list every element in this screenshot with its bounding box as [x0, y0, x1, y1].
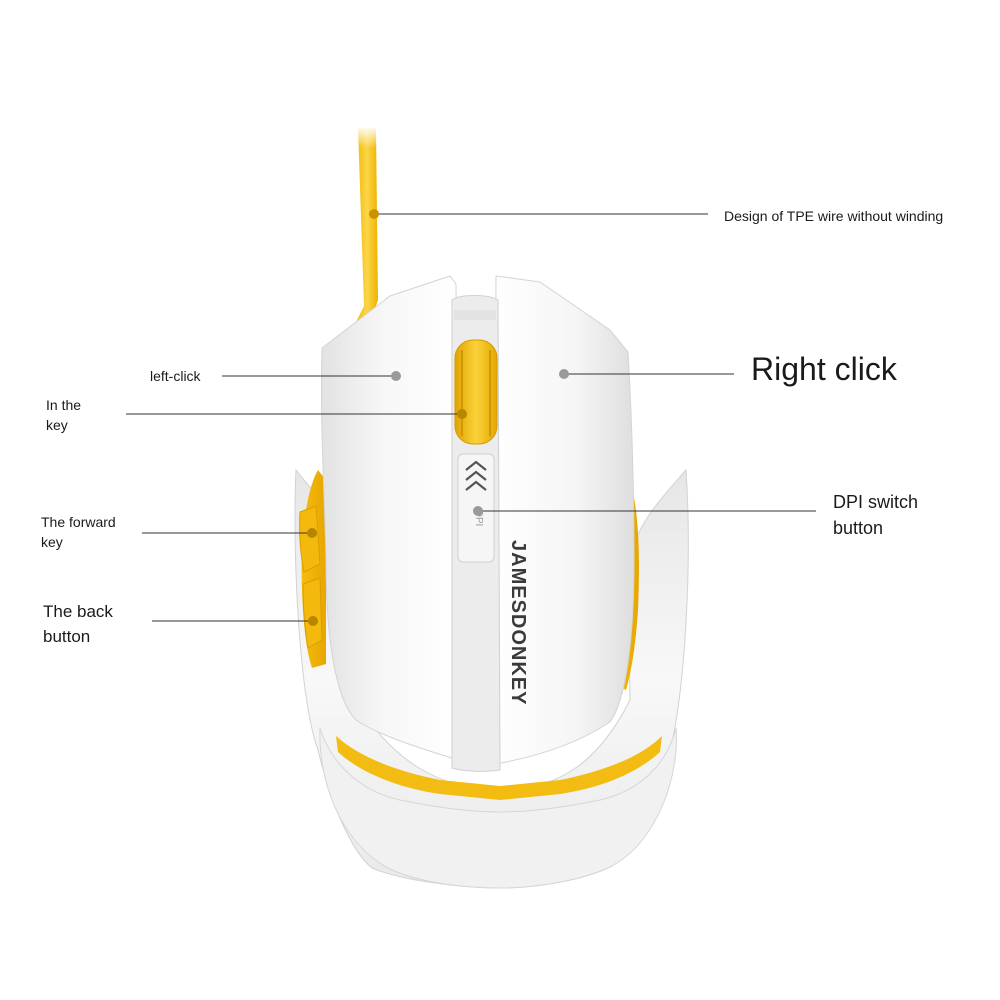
- mouse-rear-shell: [319, 727, 677, 889]
- leader-lines: [126, 213, 816, 622]
- label-line: Right click: [751, 351, 897, 387]
- marker-back-button: [308, 616, 318, 626]
- label-line: left-click: [150, 368, 201, 384]
- label-tpe-wire: Design of TPE wire without winding: [724, 206, 943, 226]
- marker-middle-key: [457, 409, 467, 419]
- dpi-printed-label: DPI: [473, 510, 484, 527]
- label-dpi-switch: DPI switch button: [833, 489, 918, 541]
- label-line: In the: [46, 397, 82, 413]
- marker-dots: [307, 209, 569, 626]
- left-click-shell[interactable]: [320, 275, 459, 761]
- right-click-shell[interactable]: [493, 275, 635, 765]
- marker-dpi: [473, 506, 483, 516]
- brand-logo-text: JAMESDONKEY: [507, 540, 529, 705]
- marker-forward-key: [307, 528, 317, 538]
- label-middle-key: In the key: [46, 395, 81, 436]
- lower-accent-strip: [336, 736, 662, 800]
- label-right-click: Right click: [751, 350, 897, 388]
- label-line: button: [833, 518, 884, 539]
- label-forward-key: The forward key: [41, 512, 116, 553]
- label-back-button: The back button: [43, 600, 113, 649]
- label-left-click: left-click: [150, 366, 201, 386]
- scroll-wheel[interactable]: [454, 339, 498, 445]
- marker-right-click: [559, 369, 569, 379]
- label-line: button: [43, 626, 91, 646]
- label-line: Design of TPE wire without winding: [724, 208, 944, 224]
- forward-key-shape[interactable]: [299, 505, 321, 573]
- label-line: The forward: [41, 514, 116, 530]
- label-line: key: [41, 534, 63, 551]
- tpe-cable: [350, 126, 386, 330]
- marker-left-click: [391, 371, 401, 381]
- back-button-shape[interactable]: [302, 577, 323, 649]
- label-line: key: [46, 417, 68, 434]
- marker-wire: [369, 209, 379, 219]
- label-line: DPI switch: [833, 492, 919, 512]
- label-line: The back: [43, 602, 113, 621]
